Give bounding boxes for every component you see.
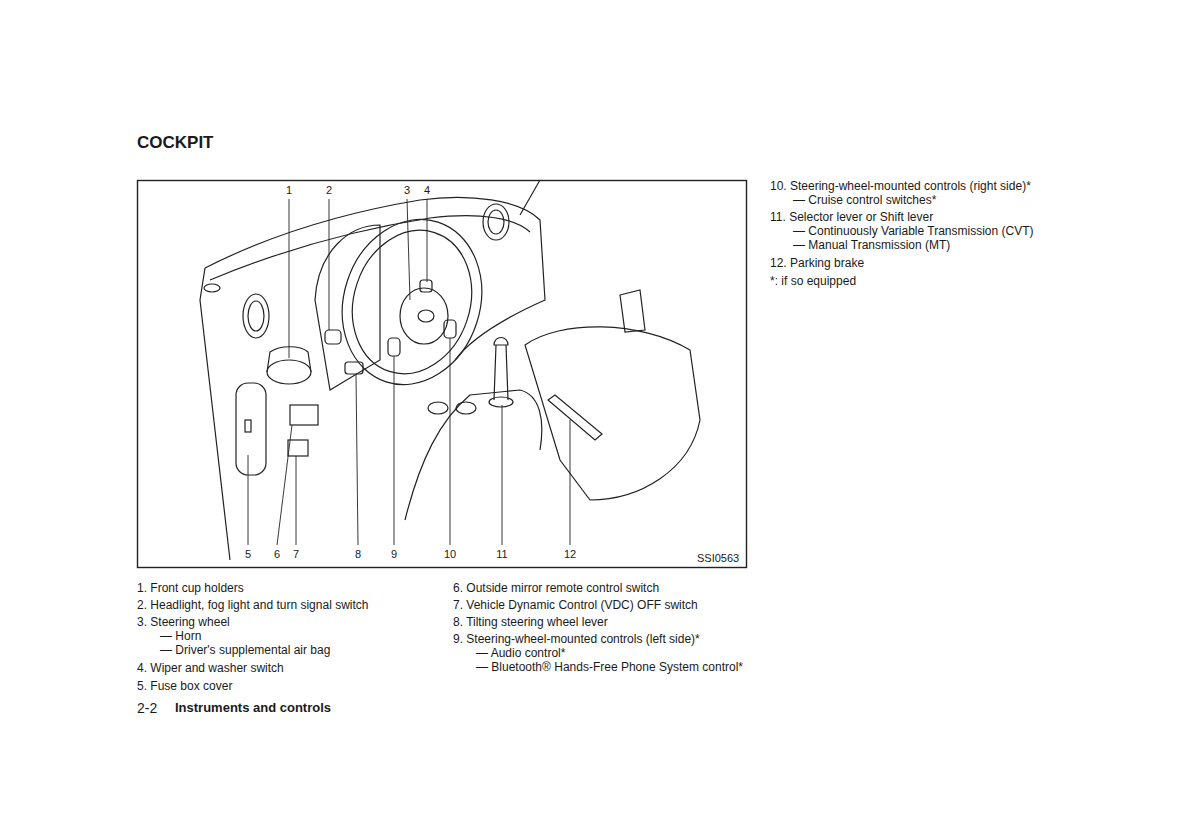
list-item: 9. Steering-wheel-mounted controls (left… xyxy=(453,633,700,647)
list-item: 1. Front cup holders xyxy=(137,582,244,596)
emblem xyxy=(418,310,434,322)
steering-wheel xyxy=(321,201,502,403)
list-item: 12. Parking brake xyxy=(770,257,864,271)
list-item: 5. Fuse box cover xyxy=(137,680,232,694)
parking-brake xyxy=(548,395,602,440)
cup-holder xyxy=(456,402,476,414)
page-heading: COCKPIT xyxy=(137,133,214,153)
steering-hub xyxy=(400,288,448,344)
shift-knob xyxy=(494,338,508,346)
callout-number: 4 xyxy=(423,184,431,197)
air-vent xyxy=(488,210,504,234)
callout-number: 7 xyxy=(292,548,300,561)
dashboard-line xyxy=(205,197,545,360)
leader-lines xyxy=(248,199,570,545)
air-vent xyxy=(243,294,269,338)
page-number: 2-2 xyxy=(137,700,157,716)
list-subitem: — Continuously Variable Transmission (CV… xyxy=(793,225,1034,239)
list-item: 10. Steering-wheel-mounted controls (rig… xyxy=(770,180,1031,194)
list-item: 7. Vehicle Dynamic Control (VDC) OFF swi… xyxy=(453,599,698,613)
callout-number: 12 xyxy=(563,548,577,561)
wiper-switch xyxy=(420,280,432,292)
figure-code: SSI0563 xyxy=(697,552,739,565)
list-subitem: — Bluetooth® Hands-Free Phone System con… xyxy=(476,661,743,675)
callout-number: 2 xyxy=(325,184,333,197)
center-console xyxy=(405,390,542,520)
list-item: 3. Steering wheel xyxy=(137,616,230,630)
cup-holder xyxy=(428,402,448,414)
section-name: Instruments and controls xyxy=(175,701,331,716)
list-item: 6. Outside mirror remote control switch xyxy=(453,582,659,596)
callout-number: 9 xyxy=(390,548,398,561)
list-item: 4. Wiper and washer switch xyxy=(137,662,284,676)
list-subitem: — Audio control* xyxy=(476,647,565,661)
pillar xyxy=(520,180,540,215)
steering-wheel xyxy=(334,215,489,390)
meter-hood xyxy=(315,225,380,390)
list-subitem: — Cruise control switches* xyxy=(793,194,936,208)
callout-number: 8 xyxy=(354,548,362,561)
switch-panel xyxy=(290,405,318,425)
callout-number: 6 xyxy=(273,548,281,561)
shift-lever xyxy=(494,345,508,400)
wheel-controls xyxy=(444,320,456,338)
callout-number: 11 xyxy=(495,548,508,561)
seat xyxy=(525,327,700,500)
air-vent xyxy=(248,301,264,331)
headlight-switch xyxy=(325,330,341,344)
air-vent xyxy=(483,204,509,240)
dashboard-edge xyxy=(200,268,230,560)
callout-number: 1 xyxy=(285,184,293,197)
footnote: *: if so equipped xyxy=(770,275,856,289)
wheel-controls xyxy=(388,338,400,356)
callout-number: 10 xyxy=(443,548,457,561)
shift-boot xyxy=(489,397,513,407)
callout-number: 5 xyxy=(244,548,252,561)
switch-panel xyxy=(288,440,308,456)
fuse-box-cover xyxy=(236,383,266,475)
list-item: 2. Headlight, fog light and turn signal … xyxy=(137,599,368,613)
speaker-grille xyxy=(204,284,220,292)
callout-number: 3 xyxy=(403,184,411,197)
cup-holder xyxy=(267,360,311,384)
fuse-box-tab xyxy=(245,420,251,432)
figure-frame xyxy=(138,181,747,568)
list-subitem: — Driver's supplemental air bag xyxy=(160,644,330,658)
list-subitem: — Horn xyxy=(160,630,201,644)
list-item: 8. Tilting steering wheel lever xyxy=(453,616,608,630)
list-item: 11. Selector lever or Shift lever xyxy=(770,211,933,225)
list-subitem: — Manual Transmission (MT) xyxy=(793,239,950,253)
seat-belt-buckle xyxy=(620,290,645,332)
